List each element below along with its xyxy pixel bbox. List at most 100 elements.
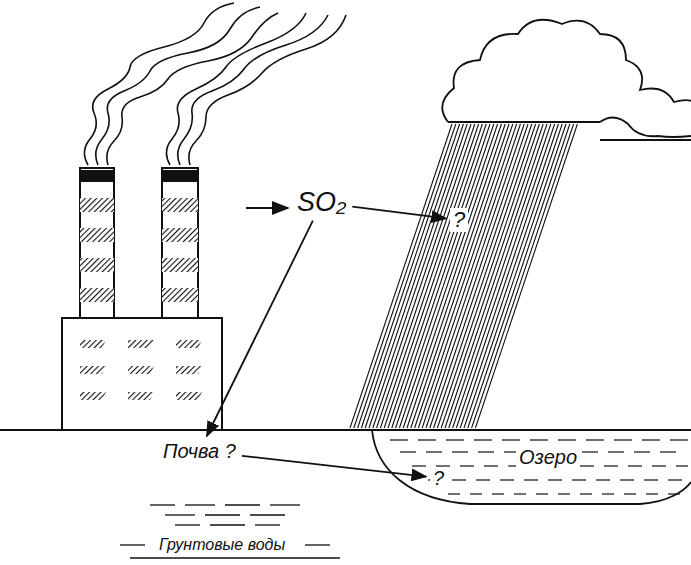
water-dash	[608, 451, 624, 452]
water-dash	[478, 451, 494, 452]
water-dash	[548, 479, 562, 480]
arrow-connector	[242, 456, 426, 477]
rain-streak	[373, 124, 475, 428]
water-dash	[620, 479, 634, 480]
rain-streak	[464, 124, 566, 428]
water-dash	[596, 479, 610, 480]
node-text: Почва ?	[160, 440, 239, 462]
rain-streak	[453, 124, 555, 428]
rain-streak	[350, 124, 452, 428]
water-dash	[474, 439, 492, 440]
rain-streak	[426, 124, 528, 428]
water-dash	[460, 465, 474, 466]
water-dash	[514, 493, 526, 494]
water-dash	[580, 465, 594, 466]
water-dash	[500, 479, 514, 480]
chemical-formula: SO₂	[294, 188, 349, 218]
water-dash	[446, 439, 464, 440]
rain-streak	[437, 124, 539, 428]
rain-streak	[403, 124, 505, 428]
node-text: ?	[450, 208, 468, 232]
water-dash	[400, 451, 416, 452]
water-dash	[524, 479, 538, 480]
water-dash	[390, 439, 408, 440]
emission-arrow	[246, 207, 288, 209]
water-dash	[558, 439, 576, 440]
rain-streak	[468, 124, 570, 428]
smoke	[84, 3, 346, 165]
lake-water	[390, 440, 688, 494]
rain-streak	[369, 124, 471, 428]
water-dash	[452, 479, 466, 480]
groundwater-label: Грунтовые воды	[156, 536, 288, 554]
arrow-connector	[352, 207, 446, 219]
rain-streak	[418, 124, 520, 428]
rain-streak	[434, 124, 536, 428]
water-dash	[628, 465, 642, 466]
rain-streak	[472, 124, 574, 428]
rain-streak	[475, 124, 577, 428]
water-dash	[604, 465, 618, 466]
water-dash	[670, 439, 688, 440]
rain-streak	[460, 124, 562, 428]
water-dash	[492, 493, 504, 494]
water-dash	[668, 493, 680, 494]
rain-streak	[449, 124, 551, 428]
water-dash	[642, 439, 660, 440]
question-mark: ?	[450, 208, 468, 232]
rain-streak	[445, 124, 547, 428]
rain-streak	[456, 124, 558, 428]
rain-streak	[399, 124, 501, 428]
lake-label: Озеро	[516, 446, 580, 468]
water-dash	[652, 465, 666, 466]
water-dash	[426, 451, 442, 452]
water-dash	[470, 493, 482, 494]
node-text: ?	[430, 467, 447, 489]
water-dash	[676, 465, 688, 466]
rain-streak	[380, 124, 482, 428]
rain-streak	[365, 124, 467, 428]
ground-line	[0, 429, 691, 431]
chimney	[80, 168, 198, 318]
rain-streak	[392, 124, 494, 428]
water-dash	[418, 439, 436, 440]
rain-streak	[358, 124, 460, 428]
water-dash	[448, 493, 460, 494]
rain-streak	[377, 124, 479, 428]
rain-streak	[407, 124, 509, 428]
water-dash	[558, 493, 570, 494]
water-dash	[580, 493, 592, 494]
lake	[372, 430, 691, 504]
water-dash	[484, 465, 498, 466]
rain-streak	[441, 124, 543, 428]
rain-streak	[361, 124, 463, 428]
question-mark: ?	[430, 467, 447, 489]
water-dash	[602, 493, 614, 494]
arrow-connector	[207, 221, 313, 436]
water-dash	[646, 493, 658, 494]
water-dash	[452, 451, 468, 452]
rain-streak	[354, 124, 456, 428]
factory-building	[62, 318, 222, 430]
groundwater	[120, 505, 340, 558]
rain	[350, 124, 577, 428]
water-dash	[624, 493, 636, 494]
cloud	[442, 20, 691, 140]
water-dash	[614, 439, 632, 440]
rain-streak	[415, 124, 517, 428]
water-dash	[668, 479, 682, 480]
rain-streak	[411, 124, 513, 428]
water-dash	[476, 479, 490, 480]
soil-label: Почва ?	[160, 440, 239, 462]
water-dash	[634, 451, 650, 452]
water-dash	[660, 451, 676, 452]
rain-streak	[396, 124, 498, 428]
window	[80, 340, 202, 400]
water-dash	[582, 451, 598, 452]
water-dash	[586, 439, 604, 440]
rain-streak	[430, 124, 532, 428]
water-dash	[502, 439, 520, 440]
water-dash	[644, 479, 658, 480]
